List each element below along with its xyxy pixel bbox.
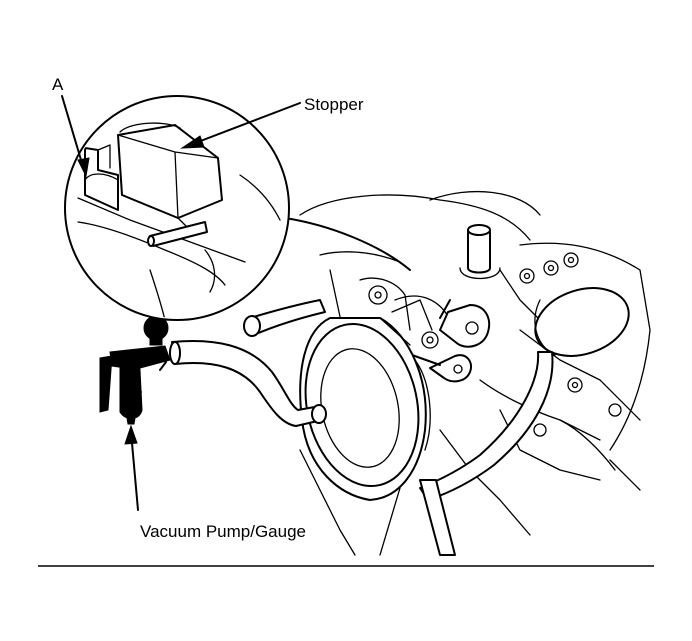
label-vacuum-pump-gauge: Vacuum Pump/Gauge (140, 522, 306, 541)
leader-arrows (61, 95, 301, 511)
vacuum-pump-gauge (99, 315, 171, 425)
detail-inset (64, 95, 411, 321)
vacuum-diaphragm (299, 299, 433, 501)
vacuum-hose (169, 339, 327, 427)
hoses (243, 299, 554, 556)
throttle-linkage (411, 299, 490, 383)
stud (459, 224, 501, 280)
filter-component (534, 287, 630, 357)
engine-background (299, 191, 651, 556)
label-a: A (52, 75, 64, 94)
bolt-cluster (368, 252, 622, 437)
label-stopper: Stopper (304, 95, 364, 114)
